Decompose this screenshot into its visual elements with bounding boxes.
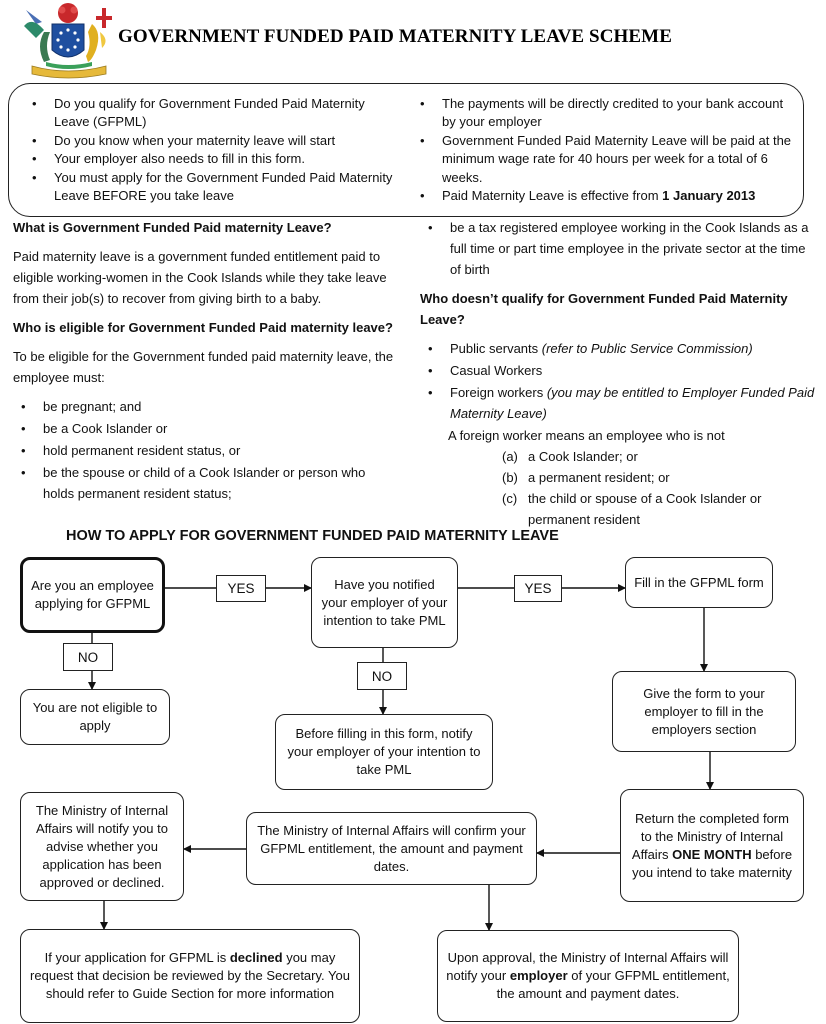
foreign-workers-note: (you may be entitled to Employer Funded … [450,385,815,421]
declined-text-2: you may request that decision be reviewe… [30,950,350,1001]
eligible-item: be pregnant; and [13,396,398,417]
eligibility-right-column: be a tax registered employee working in … [420,217,815,530]
flowchart-title: HOW TO APPLY FOR GOVERNMENT FUNDED PAID … [66,528,559,544]
return-form-box: Return the completed form to the Ministr… [620,789,804,902]
summary-item: You must apply for the Government Funded… [24,169,396,206]
foreign-worker-definition: A foreign worker means an employee who i… [448,428,725,443]
foreign-workers-label: Foreign workers [450,385,547,400]
summary-item-effective: Paid Maternity Leave is effective from 1… [412,187,792,206]
not-qualify-item: Casual Workers [420,360,815,381]
foreign-list-item: (c) the child or spouse of a Cook Islande… [502,488,815,530]
summary-right-column: The payments will be directly credited t… [412,95,792,206]
foreign-list-item: (b) a permanent resident; or [502,467,815,488]
notify-employer-first-box: Before filling in this form, notify your… [275,714,493,790]
not-eligible-box: You are not eligible to apply [20,689,170,745]
not-qualify-item: Foreign workers (you may be entitled to … [420,382,815,424]
fill-form-box: Fill in the GFPML form [625,557,773,608]
approval-text-1: Upon approval, the Ministry of Internal … [446,950,729,983]
summary-item: Government Funded Paid Maternity Leave w… [412,132,792,187]
summary-item: Do you know when your maternity leave wi… [24,132,396,151]
q1-employee-applying-box: Are you an employee applying for GFPML [20,557,165,633]
list-text: a permanent resident; or [528,470,670,485]
summary-item: The payments will be directly credited t… [412,95,792,132]
foreign-list-item: (a) a Cook Islander; or [502,446,815,467]
public-servants-note: (refer to Public Service Commission) [541,341,753,356]
cook-islands-coat-of-arms-logo [24,3,112,79]
return-text-bold: ONE MONTH [672,846,752,862]
not-qualify-heading: Who doesn’t qualify for Government Funde… [420,291,788,327]
no-label: NO [63,643,113,671]
summary-item: Do you qualify for Government Funded Pai… [24,95,396,132]
list-label: (b) [502,470,518,485]
declined-text-1: If your application for GFPML is [44,950,230,965]
eligible-intro: To be eligible for the Government funded… [13,349,394,385]
approval-notify-employer-box: Upon approval, the Ministry of Internal … [437,930,739,1022]
yes-label: YES [514,575,562,602]
not-qualify-item: Public servants (refer to Public Service… [420,338,815,359]
eligible-item: be the spouse or child of a Cook Islande… [13,462,398,504]
list-label: (c) [502,491,518,506]
return-text-2: before you intend to take maternity [632,846,793,880]
declined-text: If your application for GFPML is decline… [29,949,351,1003]
what-is-body: Paid maternity leave is a government fun… [13,249,387,306]
q2-notified-employer-box: Have you notified your employer of your … [311,557,458,648]
public-servants-label: Public servants [450,341,542,356]
declined-text-bold: declined [229,950,283,965]
yes-label: YES [216,575,266,602]
approval-text-bold: employer [509,968,568,983]
list-text: a Cook Islander; or [528,449,638,464]
ministry-notifies-you-box: The Ministry of Internal Affairs will no… [20,792,184,901]
no-label: NO [357,662,407,690]
what-is-heading: What is Government Funded Paid maternity… [13,220,332,235]
approval-text-2: of your GFPML entitlement, the amount an… [496,968,730,1001]
effective-date: 1 January 2013 [662,188,756,204]
declined-review-box: If your application for GFPML is decline… [20,929,360,1023]
eligible-item: be a tax registered employee working in … [420,217,815,280]
approval-text: Upon approval, the Ministry of Internal … [446,949,730,1003]
summary-left-column: Do you qualify for Government Funded Pai… [24,95,396,205]
summary-item: Your employer also needs to fill in this… [24,150,396,169]
eligibility-left-column: What is Government Funded Paid maternity… [13,217,398,505]
ministry-confirms-box: The Ministry of Internal Affairs will co… [246,812,537,885]
summary-box [8,83,804,217]
effective-prefix: Paid Maternity Leave is effective from [442,188,663,204]
document-title: GOVERNMENT FUNDED PAID MATERNITY LEAVE S… [118,26,672,47]
list-label: (a) [502,449,518,464]
return-text-1: Return the completed form to the Ministr… [631,810,789,862]
eligible-item: be a Cook Islander or [13,418,398,439]
list-text: the child or spouse of a Cook Islander o… [528,491,762,527]
eligible-item: hold permanent resident status, or [13,440,398,461]
return-text: Return the completed form to the Ministr… [629,810,795,882]
eligible-heading: Who is eligible for Government Funded Pa… [13,320,393,335]
give-form-to-employer-box: Give the form to your employer to fill i… [612,671,796,752]
